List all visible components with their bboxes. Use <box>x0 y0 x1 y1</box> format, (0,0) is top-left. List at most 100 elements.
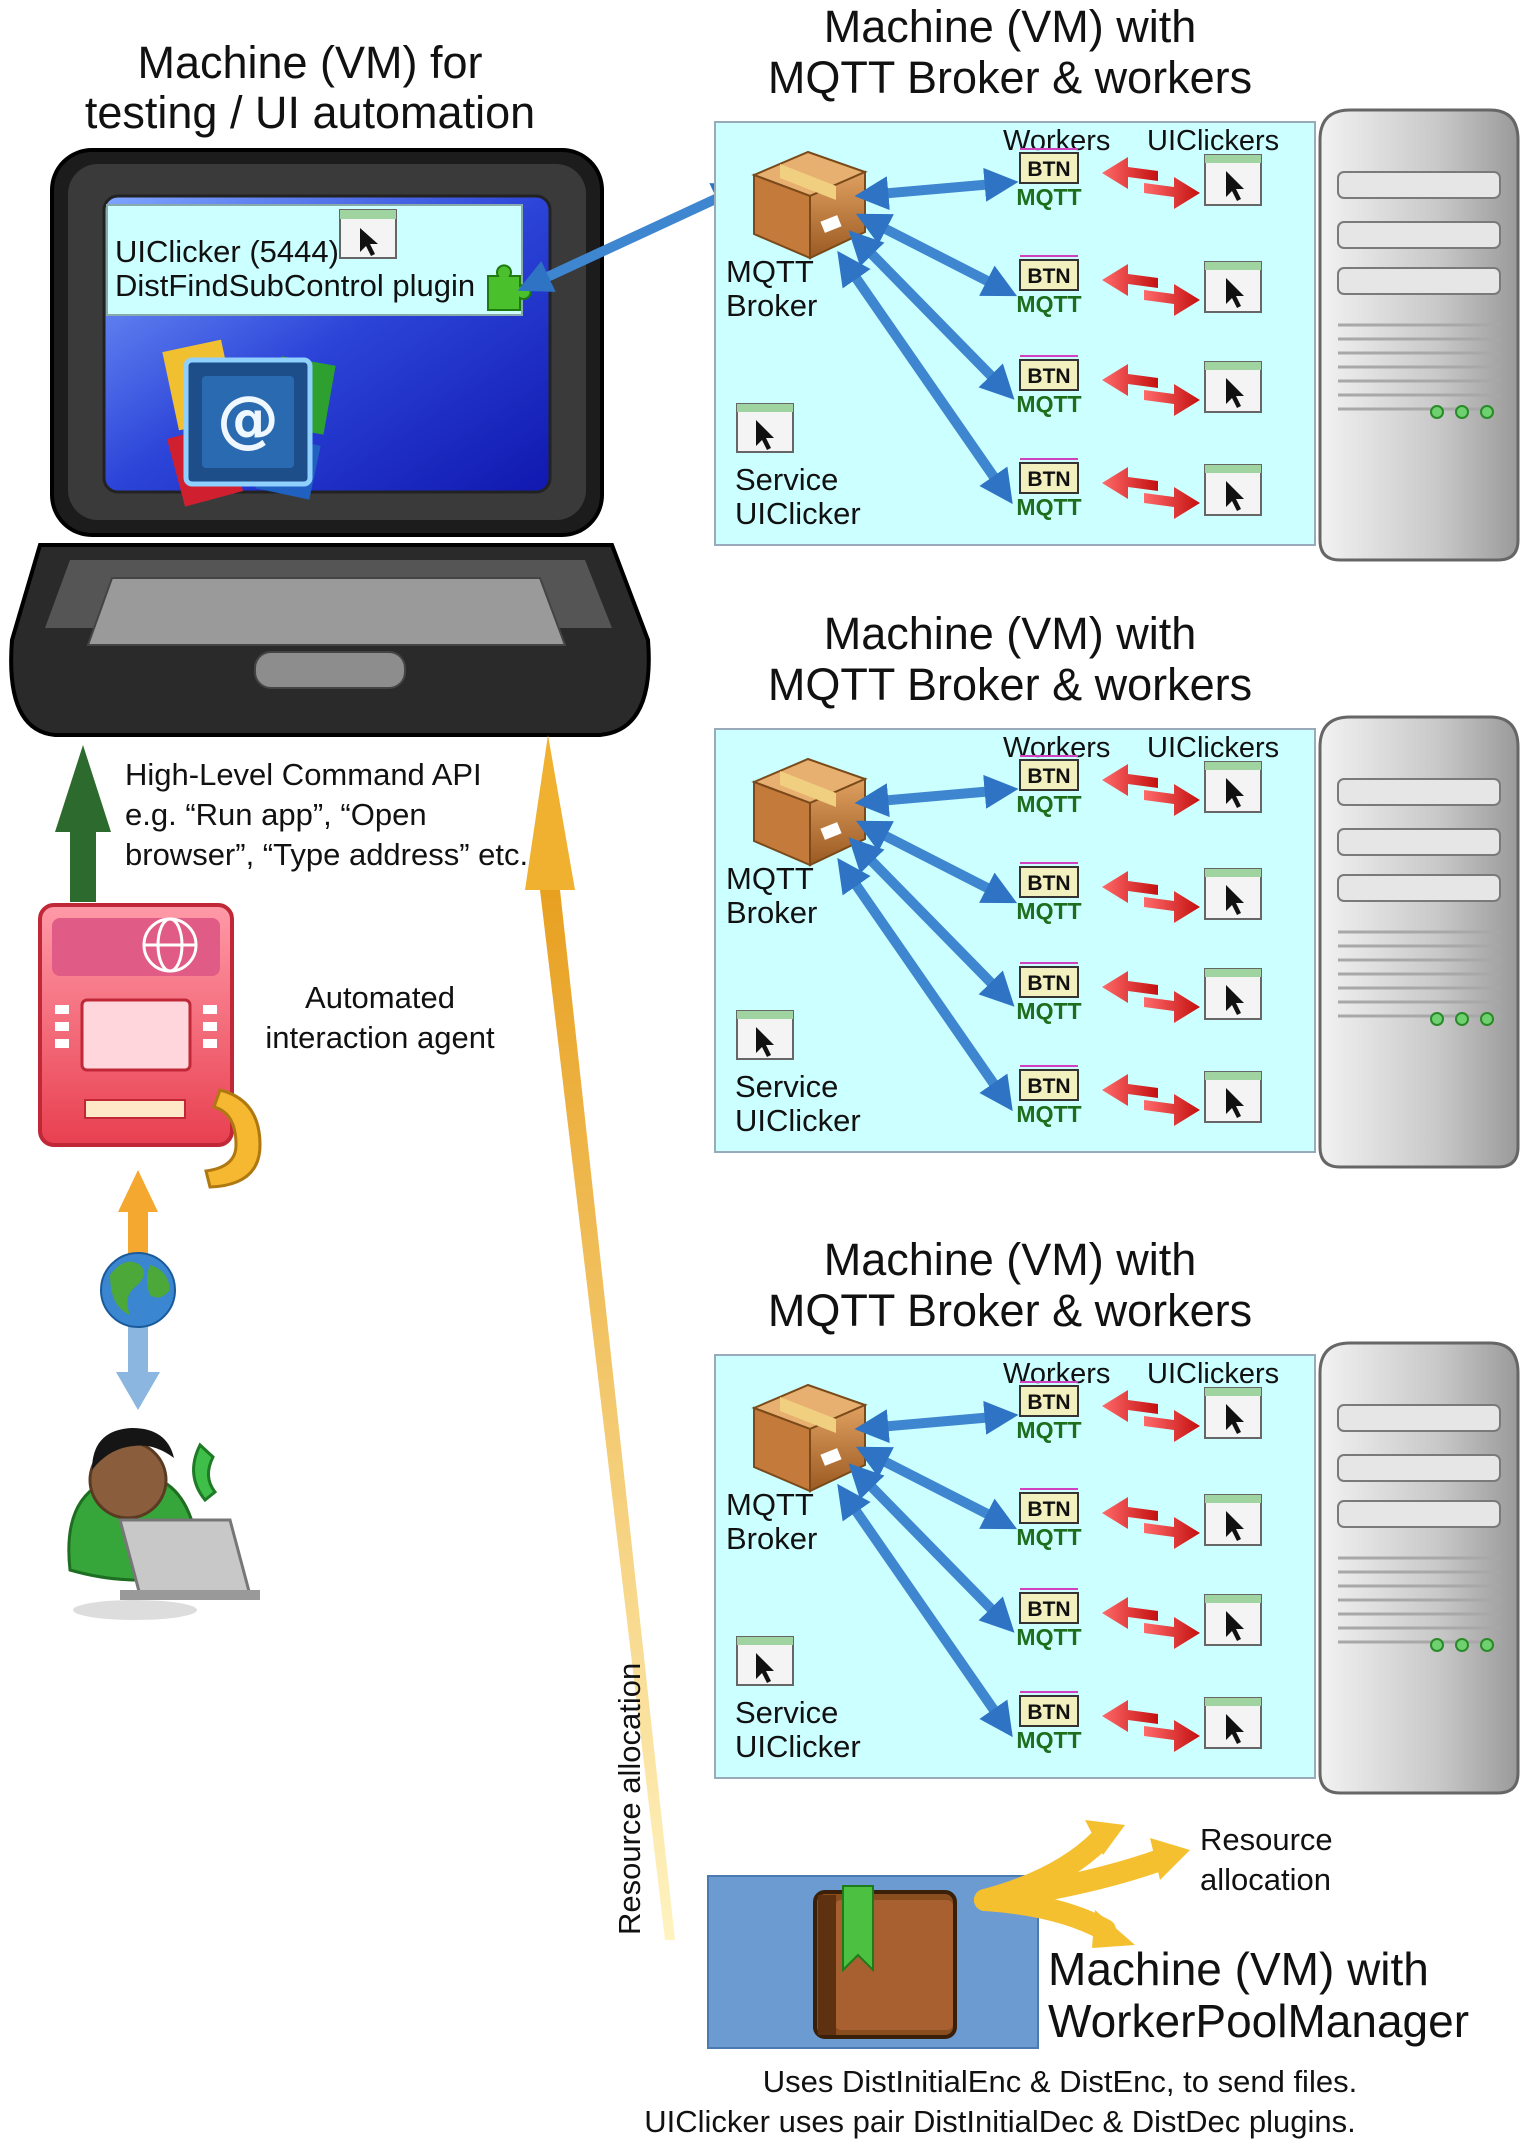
uiclicker-icon <box>1204 1387 1262 1439</box>
service-label-1: Service <box>735 1695 838 1730</box>
uiclicker-icon <box>1204 761 1262 813</box>
worker-icon: BTN MQTT <box>1016 1065 1082 1127</box>
service-uiclicker-icon <box>736 1636 794 1686</box>
worker-btn-label: BTN <box>1027 1075 1070 1098</box>
worker-btn-label: BTN <box>1027 265 1070 288</box>
worker-mqtt-label: MQTT <box>1016 1101 1081 1127</box>
worker-uiclicker-arrow <box>1102 764 1200 816</box>
pool-manager-note-1: Uses DistInitialEnc & DistEnc, to send f… <box>763 2064 1357 2099</box>
service-label-2: UIClicker <box>735 1729 861 1764</box>
email-app-icon: @ <box>162 339 336 507</box>
worker-uiclicker-arrow <box>1102 1597 1200 1649</box>
plugin-label: DistFindSubControl plugin <box>115 268 475 303</box>
worker-btn-label: BTN <box>1027 365 1070 388</box>
worker-uiclicker-arrow <box>1102 1700 1200 1752</box>
workers-header: Workers <box>1003 732 1110 764</box>
worker-mqtt-label: MQTT <box>1016 1624 1081 1650</box>
worker-mqtt-label: MQTT <box>1016 184 1081 210</box>
uiclicker-icon <box>1204 1697 1262 1749</box>
machine-title-line-2: MQTT Broker & workers <box>768 52 1252 103</box>
worker-uiclicker-arrow <box>1102 467 1200 519</box>
broker-label-1: MQTT <box>726 1487 814 1522</box>
pool-manager: Resource allocation Machine (VM) with Wo… <box>644 1820 1469 2139</box>
testing-machine: Machine (VM) for testing / UI automation… <box>9 37 651 737</box>
worker-uiclicker-arrow <box>1102 157 1200 209</box>
resource-allocation-arrow <box>525 735 675 1940</box>
service-label-1: Service <box>735 1069 838 1104</box>
worker-icon: BTN MQTT <box>1016 1381 1082 1443</box>
api-arrow <box>55 745 111 902</box>
broker-label-1: MQTT <box>726 861 814 896</box>
broker-label-2: Broker <box>726 1521 817 1556</box>
worker-uiclicker-arrow <box>1102 1497 1200 1549</box>
worker-mqtt-label: MQTT <box>1016 998 1081 1024</box>
pool-manager-note-2: UIClicker uses pair DistInitialDec & Dis… <box>644 2104 1356 2139</box>
broker-worker-arrow <box>854 774 1019 818</box>
uiclicker-icon <box>1204 1594 1262 1646</box>
pool-manager-title-1: Machine (VM) with <box>1048 1943 1429 1995</box>
uiclicker-icon <box>1204 968 1262 1020</box>
service-label-1: Service <box>735 462 838 497</box>
api-note-line-1: High-Level Command API <box>125 757 482 792</box>
broker-label-1: MQTT <box>726 254 814 289</box>
uiclickers-header: UIClickers <box>1147 125 1279 157</box>
svg-text:@: @ <box>217 382 279 455</box>
agent-label-2: interaction agent <box>265 1020 495 1055</box>
worker-uiclicker-arrow <box>1102 1390 1200 1442</box>
broker-worker-arrow <box>837 1483 1013 1738</box>
service-label-2: UIClicker <box>735 496 861 531</box>
broker-worker-arrow <box>837 857 1013 1112</box>
api-note-line-3: browser”, “Type address” etc. <box>125 837 528 872</box>
broker-worker-arrow <box>854 1400 1019 1444</box>
service-label-2: UIClicker <box>735 1103 861 1138</box>
worker-uiclicker-arrow <box>1102 971 1200 1023</box>
machine-title-line-1: Machine (VM) with <box>824 608 1197 659</box>
worker-icon: BTN MQTT <box>1016 862 1082 924</box>
pool-resource-label-1: Resource <box>1200 1822 1333 1857</box>
worker-uiclicker-arrow <box>1102 264 1200 316</box>
server-tower-icon <box>1318 1341 1520 1795</box>
worker-mqtt-label: MQTT <box>1016 898 1081 924</box>
worker-mqtt-label: MQTT <box>1016 1417 1081 1443</box>
uiclicker-icon <box>339 209 397 259</box>
worker-uiclicker-arrow <box>1102 364 1200 416</box>
worker-uiclicker-arrow <box>1102 871 1200 923</box>
broker-label-2: Broker <box>726 895 817 930</box>
api-note-line-2: e.g. “Run app”, “Open <box>125 797 427 832</box>
uiclicker-panel <box>106 204 523 316</box>
worker-btn-label: BTN <box>1027 158 1070 181</box>
worker-btn-label: BTN <box>1027 872 1070 895</box>
service-uiclicker-icon <box>736 403 794 453</box>
broker-label-2: Broker <box>726 288 817 323</box>
broker-worker-arrow <box>837 250 1013 505</box>
agent-icon <box>38 903 262 1189</box>
machine-title-line-2: MQTT Broker & workers <box>768 1285 1252 1336</box>
workers-header: Workers <box>1003 125 1110 157</box>
worker-btn-label: BTN <box>1027 1391 1070 1414</box>
broker-worker-arrow <box>854 167 1019 211</box>
testing-machine-title-1: Machine (VM) for <box>137 37 482 88</box>
worker-btn-label: BTN <box>1027 765 1070 788</box>
worker-icon: BTN MQTT <box>1016 148 1082 210</box>
server-tower-icon <box>1318 108 1520 562</box>
pool-manager-title-2: WorkerPoolManager <box>1048 1995 1469 2047</box>
pool-resource-label-2: allocation <box>1200 1862 1331 1897</box>
machine-title-line-1: Machine (VM) with <box>824 1 1197 52</box>
uiclicker-icon <box>1204 154 1262 206</box>
worker-mqtt-label: MQTT <box>1016 494 1081 520</box>
machine-title-line-2: MQTT Broker & workers <box>768 659 1252 710</box>
user-icon <box>67 1428 260 1620</box>
worker-btn-label: BTN <box>1027 1701 1070 1724</box>
uiclicker-label: UIClicker (5444) <box>115 234 339 269</box>
worker-btn-label: BTN <box>1027 972 1070 995</box>
network-link <box>116 1170 160 1410</box>
